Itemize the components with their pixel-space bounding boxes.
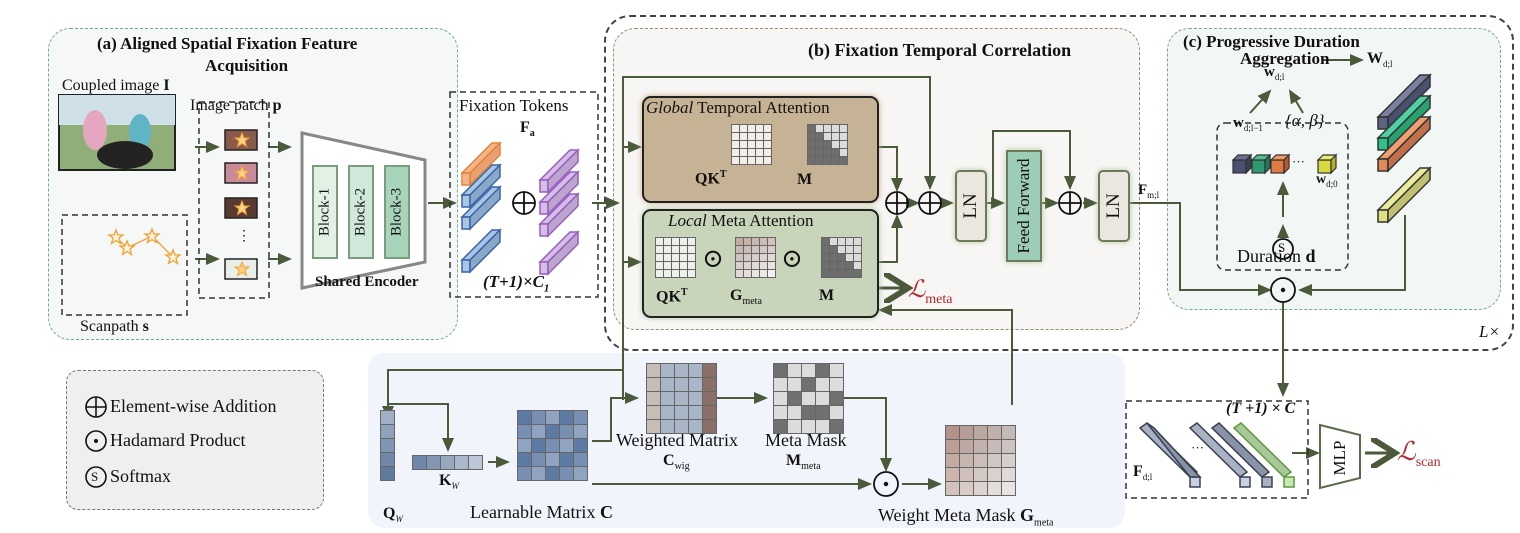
cube-ellipsis: ··· xyxy=(1292,154,1305,169)
duration-box xyxy=(1216,122,1349,271)
fixation-tokens-title: Fixation Tokens xyxy=(459,96,569,115)
legend-softmax-glyph: S xyxy=(91,469,99,484)
learnable-matrix xyxy=(517,410,588,481)
child-1 xyxy=(83,110,107,150)
encoder-block-1: Block-1 xyxy=(312,165,338,259)
image-patch-box xyxy=(198,101,270,299)
weight-meta-mask-label: Weight Meta Mask Gmeta xyxy=(878,505,1054,529)
residual-line xyxy=(622,76,936,400)
qkt-matrix-global xyxy=(731,124,772,165)
f-d-label: Fd;l xyxy=(1133,463,1153,483)
m-label: M xyxy=(819,287,835,304)
child-2 xyxy=(129,114,151,150)
scanpath-box xyxy=(61,214,188,316)
mlp-shape xyxy=(1319,423,1361,490)
g-meta-label: Gmeta xyxy=(730,287,762,308)
fixation-token-bars xyxy=(460,141,580,276)
q-label: QW xyxy=(383,505,403,525)
legend-softmax-icon xyxy=(85,466,107,488)
encoder-block-2: Block-2 xyxy=(348,165,374,259)
fa-label: Fa xyxy=(520,119,535,140)
panel-b-title: (b) Fixation Temporal Correlation xyxy=(808,40,1072,60)
legend-softmax-label: Softmax xyxy=(110,466,171,486)
panel-a-title-2: Acquisition xyxy=(205,56,289,75)
loss-meta: ℒmeta xyxy=(908,277,953,307)
panel-c-title-2: Aggregation xyxy=(1240,49,1330,68)
learnable-matrix-label: Learnable Matrix C xyxy=(470,502,613,522)
output-features-box xyxy=(1125,400,1309,499)
w-d0-label: wd;0 xyxy=(1316,172,1338,189)
c-wig-label: Cwig xyxy=(663,452,690,473)
softmax-symbol: S xyxy=(1278,240,1286,255)
weighted-matrix-label: Weighted Matrix xyxy=(616,430,739,450)
weight-bars xyxy=(1376,73,1432,224)
qkt-matrix-local xyxy=(655,237,696,278)
shared-encoder-label: Shared Encoder xyxy=(315,274,419,290)
output-feature-bars xyxy=(1138,422,1295,488)
hadamard-icon: ⊙ xyxy=(702,244,724,273)
feed-forward-block: Feed Forward xyxy=(1006,150,1042,262)
scanpath-label: Scanpath s xyxy=(80,318,149,335)
weight-meta-mask-matrix xyxy=(945,425,1016,496)
legend-add-label: Element-wise Addition xyxy=(110,396,277,416)
key-vector xyxy=(412,455,483,470)
weighted-matrix xyxy=(646,363,717,434)
image-patch-label: Image patch p xyxy=(190,97,282,114)
global-attention-title: Global Temporal Attention xyxy=(646,98,830,117)
coupled-image-label: Coupled image I xyxy=(62,77,170,94)
mask-matrix-local xyxy=(821,237,862,278)
g-meta-matrix-local xyxy=(735,237,776,278)
legend-hadamard-icon xyxy=(85,430,107,452)
fixation-tokens-box xyxy=(449,91,599,298)
loss-scan: ℒscan xyxy=(1397,437,1441,471)
meta-mask-matrix xyxy=(773,363,844,434)
duration-label: Duration d xyxy=(1237,246,1316,266)
W-dl-label: Wd;l xyxy=(1367,50,1393,70)
patch-ellipsis: ⋮ xyxy=(237,229,251,244)
local-attention-title: Local Meta Attention xyxy=(668,211,814,230)
m-label: M xyxy=(797,171,813,188)
w-dl-label: wd;l xyxy=(1264,64,1285,82)
loop-count-label: L× xyxy=(1479,322,1500,341)
m-meta-label: Mmeta xyxy=(786,452,821,473)
token-dims-label: (T+1)×C1 xyxy=(483,272,550,295)
f-m-label: Fm;l xyxy=(1138,182,1160,200)
qkt-label: QKT xyxy=(695,169,727,188)
hadamard-icon: ⊙ xyxy=(781,244,803,273)
meta-mask-label: Meta Mask xyxy=(765,430,847,450)
hadamard-op-c xyxy=(1270,277,1296,303)
mask-matrix-global xyxy=(807,124,848,165)
qkt-label: QKT xyxy=(656,287,688,306)
goat xyxy=(97,141,153,169)
layer-norm-1: LN xyxy=(955,170,987,242)
w-dl-prev-label: wd;l−1 xyxy=(1233,115,1263,133)
hadamard-op-meta xyxy=(873,471,899,497)
scanpath-stars xyxy=(107,227,182,266)
output-dims-label: (T +1) × C xyxy=(1226,400,1296,417)
panel-a-title-1: (a) Aligned Spatial Fixation Feature xyxy=(97,34,358,53)
query-vector xyxy=(380,410,395,481)
panel-c-title-1: (c) Progressive Duration xyxy=(1183,32,1360,51)
mlp-block: MLP xyxy=(1330,440,1349,476)
output-ellipsis: ··· xyxy=(1191,440,1204,455)
layer-norm-2: LN xyxy=(1098,170,1130,242)
duration-cubes xyxy=(1231,153,1338,175)
alpha-beta-params: {α, β} xyxy=(1285,111,1325,130)
encoder-block-3: Block-3 xyxy=(384,165,410,259)
layer-loop-frame xyxy=(604,15,1514,351)
legend-hadamard-label: Hadamard Product xyxy=(110,430,246,450)
softmax-op xyxy=(1272,238,1294,260)
k-label: KW xyxy=(439,472,459,492)
legend-box xyxy=(66,370,324,510)
